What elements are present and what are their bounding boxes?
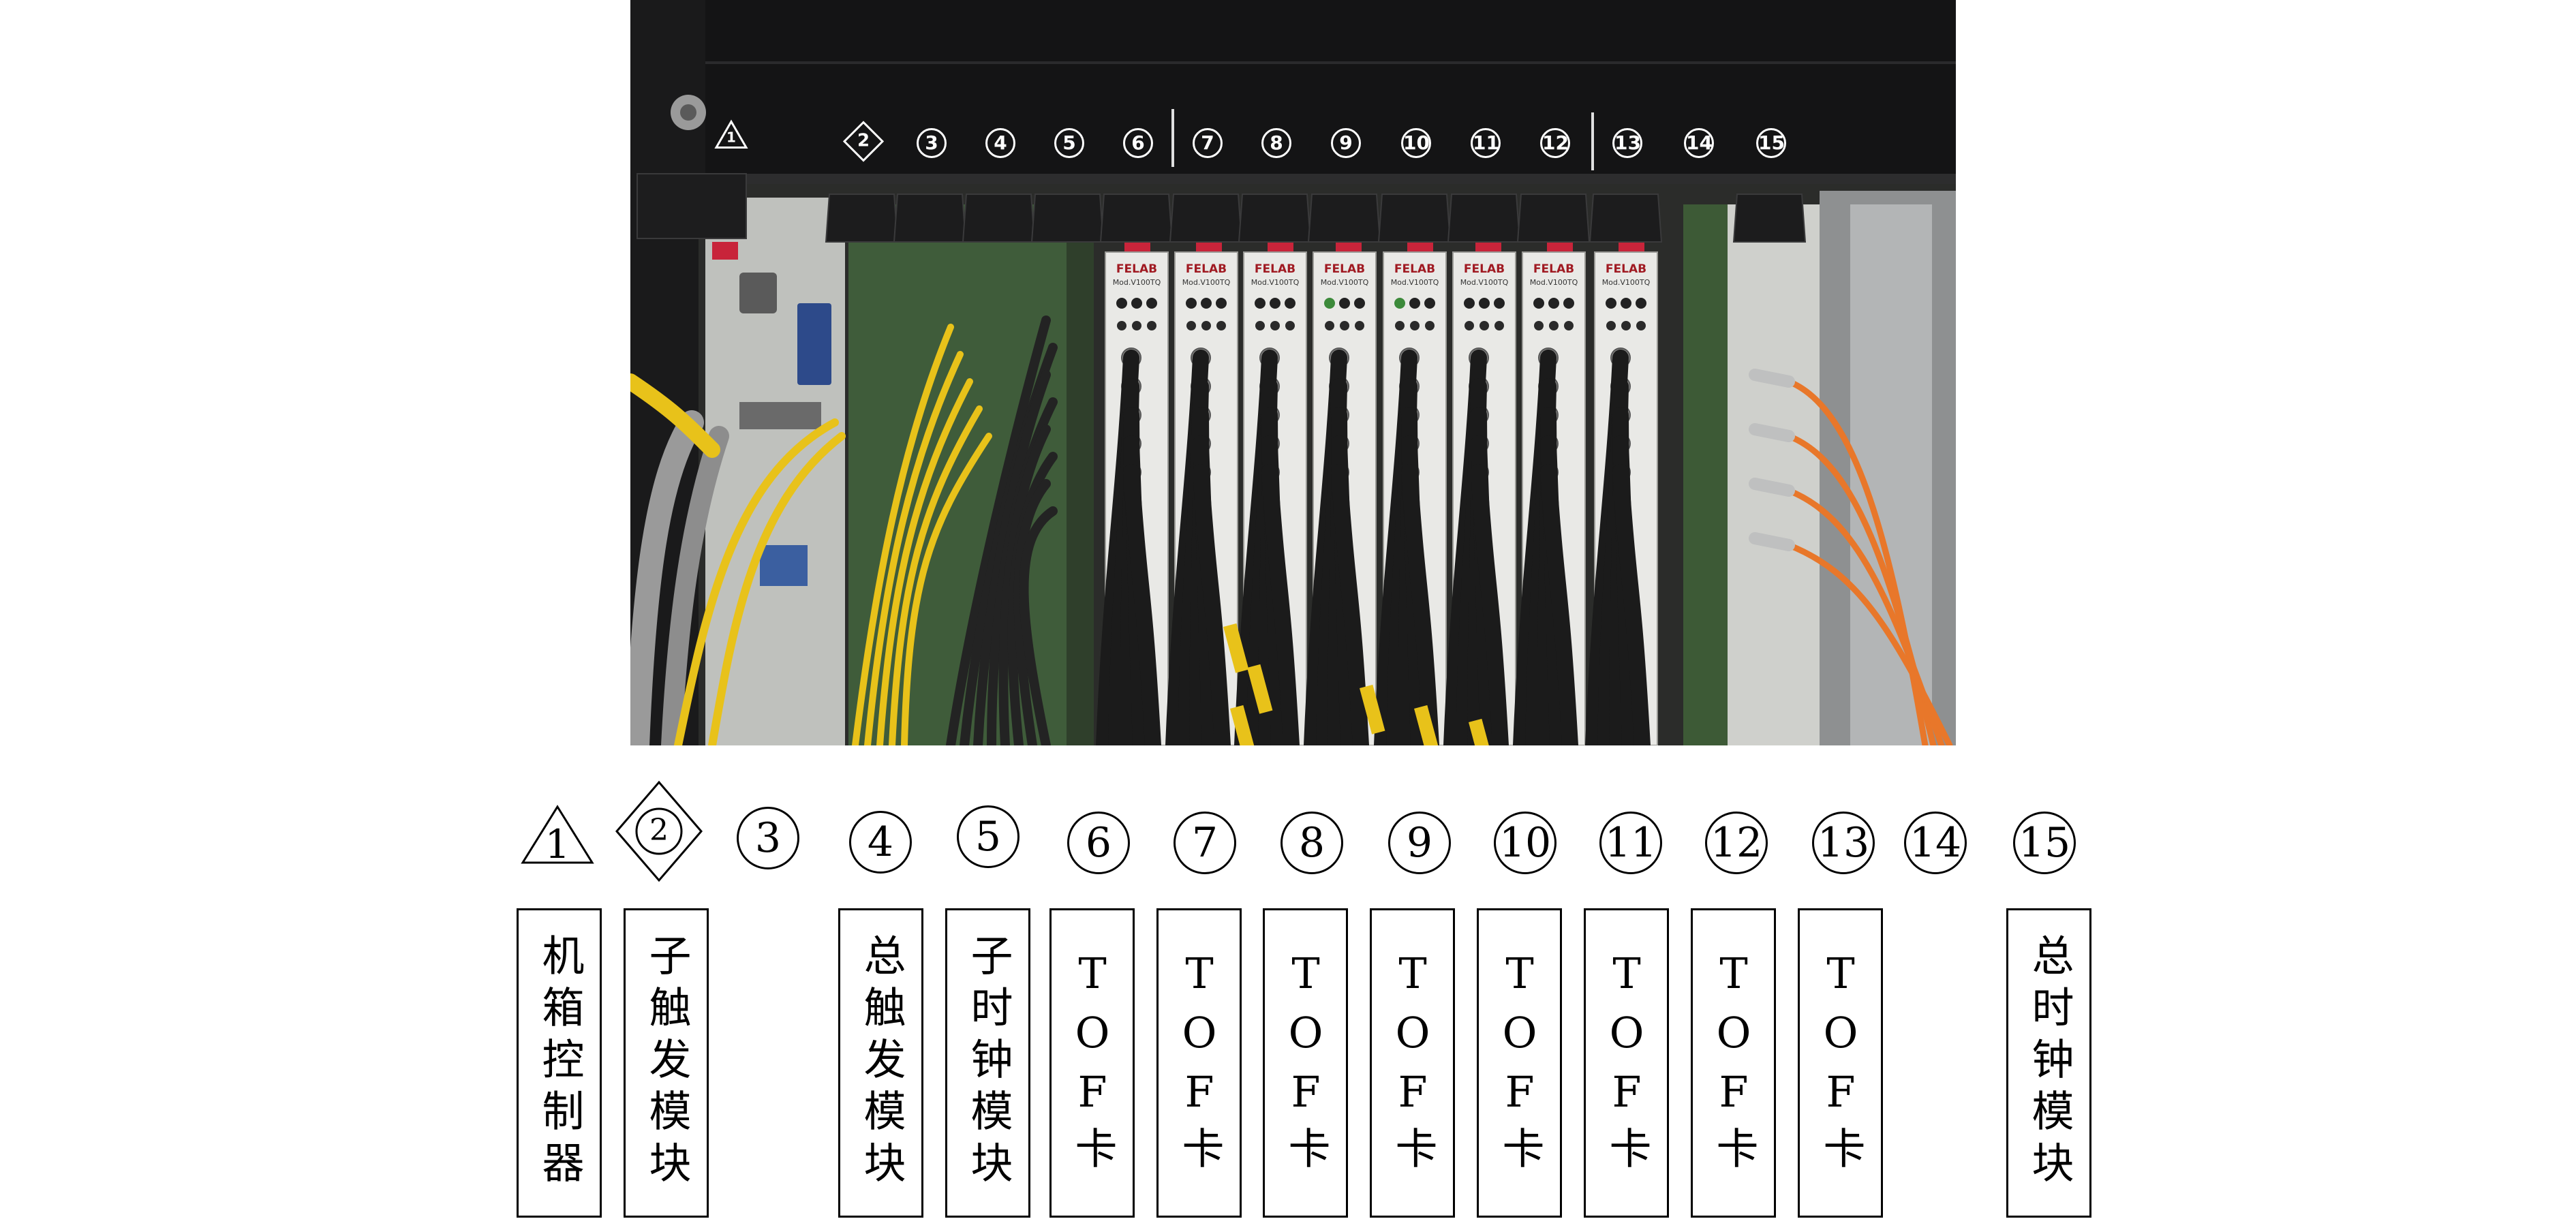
- photo-slot-number-8: 8: [1261, 128, 1291, 158]
- board-model-text: Mod.V100TQ: [1530, 278, 1578, 287]
- slot-number-text: 1: [545, 821, 570, 867]
- photo-slot-number-text: 4: [985, 128, 1015, 158]
- photo-slot-number-text: 11: [1471, 128, 1501, 158]
- slot-number-11: 11: [1599, 812, 1662, 874]
- photo-slot-number-text: 2: [857, 130, 870, 151]
- board-brand-text: FELAB: [1186, 262, 1227, 276]
- slot-label-text: TOF卡: [1815, 948, 1866, 1178]
- slot-number-9: 9: [1388, 812, 1451, 874]
- slot-label-text: TOF卡: [1174, 948, 1225, 1178]
- slot-number-3: 3: [737, 807, 799, 869]
- slot-label-9: TOF卡: [1370, 908, 1455, 1218]
- slot-label-7: TOF卡: [1156, 908, 1242, 1218]
- slot-number-5: 5: [957, 805, 1019, 868]
- slot-label-text: 子触发模块: [641, 933, 692, 1192]
- crate-photo-drawing: FELAB Mod.V100TQ FELAB Mod.V100TQ FELAB Mod.V…: [630, 0, 1956, 745]
- photo-slot-number-text: 6: [1123, 128, 1153, 158]
- slot-label-8: TOF卡: [1263, 908, 1348, 1218]
- slot-number-10: 10: [1494, 812, 1557, 874]
- slot-label-1: 机箱控制器: [517, 908, 602, 1218]
- slot-label-text: TOF卡: [1494, 948, 1545, 1178]
- slot-label-text: 总时钟模块: [2024, 933, 2074, 1192]
- slot-number-2: 2: [615, 780, 703, 882]
- photo-slot-number-text: 15: [1756, 128, 1786, 158]
- photo-slot-number-3: 3: [917, 128, 947, 158]
- slot-label-4: 总触发模块: [838, 908, 923, 1218]
- slot-number-13: 13: [1812, 812, 1875, 874]
- photo-slot-number-12: 12: [1540, 128, 1570, 158]
- photo-slot-number-1: 1: [714, 119, 748, 153]
- photo-slot-number-10: 10: [1401, 128, 1431, 158]
- board-brand-text: FELAB: [1606, 262, 1646, 276]
- module-handles: [637, 173, 1807, 243]
- photo-slot-number-text: 1: [726, 129, 736, 146]
- board-model-text: Mod.V100TQ: [1251, 278, 1300, 287]
- photo-slot-number-4: 4: [985, 128, 1015, 158]
- photo-slot-number-11: 11: [1471, 128, 1501, 158]
- board-brand-text: FELAB: [1116, 262, 1157, 276]
- slot-label-10: TOF卡: [1477, 908, 1562, 1218]
- board-model-text: Mod.V100TQ: [1460, 278, 1509, 287]
- slot-number-text: 2: [649, 813, 669, 848]
- slot-number-4: 4: [849, 811, 912, 874]
- board-model-text: Mod.V100TQ: [1602, 278, 1651, 287]
- slot-label-13: TOF卡: [1798, 908, 1883, 1218]
- slot-label-11: TOF卡: [1584, 908, 1669, 1218]
- photo-slot-number-text: 3: [917, 128, 947, 158]
- crate-photo: FELAB Mod.V100TQ FELAB Mod.V100TQ FELAB Mod.V…: [630, 0, 1956, 745]
- slot-number-7: 7: [1174, 812, 1236, 874]
- photo-slot-number-text: 7: [1193, 128, 1223, 158]
- slot-label-15: 总时钟模块: [2006, 908, 2091, 1218]
- slot-label-text: TOF卡: [1387, 948, 1438, 1178]
- rack-top-panel: [630, 0, 1956, 184]
- slot-number-12: 12: [1705, 812, 1768, 874]
- photo-slot-number-15: 15: [1756, 128, 1786, 158]
- slot-number-14: 14: [1904, 812, 1967, 874]
- photo-slot-number-2: 2: [843, 121, 884, 166]
- slot-label-12: TOF卡: [1691, 908, 1776, 1218]
- photo-slot-number-text: 8: [1261, 128, 1291, 158]
- board-model-text: Mod.V100TQ: [1182, 278, 1231, 287]
- photo-slot-number-9: 9: [1331, 128, 1361, 158]
- photo-slot-number-text: 5: [1054, 128, 1084, 158]
- slot-label-6: TOF卡: [1049, 908, 1135, 1218]
- board-brand-text: FELAB: [1255, 262, 1295, 276]
- photo-slot-number-text: 12: [1540, 128, 1570, 158]
- photo-slot-number-13: 13: [1612, 128, 1642, 158]
- clock-module: [1728, 204, 1820, 745]
- board-model-text: Mod.V100TQ: [1391, 278, 1439, 287]
- slot-label-5: 子时钟模块: [945, 908, 1030, 1218]
- slot-label-text: 子时钟模块: [963, 933, 1013, 1192]
- slot-number-8: 8: [1281, 812, 1343, 874]
- photo-slot-number-14: 14: [1684, 128, 1714, 158]
- photo-slot-number-6: 6: [1123, 128, 1153, 158]
- photo-slot-number-text: 10: [1401, 128, 1431, 158]
- slot-number-1: 1: [520, 804, 595, 865]
- board-brand-text: FELAB: [1464, 262, 1505, 276]
- slot-label-2: 子触发模块: [624, 908, 709, 1218]
- slot-label-text: 总触发模块: [856, 933, 906, 1192]
- slot-label-text: TOF卡: [1601, 948, 1652, 1178]
- board-brand-text: FELAB: [1394, 262, 1435, 276]
- photo-slot-number-text: 9: [1331, 128, 1361, 158]
- slot-number-15: 15: [2013, 812, 2076, 874]
- board-brand-text: FELAB: [1324, 262, 1365, 276]
- slot-label-text: TOF卡: [1281, 948, 1331, 1178]
- photo-slot-number-5: 5: [1054, 128, 1084, 158]
- cables: [630, 315, 1953, 745]
- board-model-text: Mod.V100TQ: [1321, 278, 1369, 287]
- slot-number-6: 6: [1067, 812, 1130, 874]
- photo-slot-number-text: 14: [1684, 128, 1714, 158]
- slot-label-text: 机箱控制器: [534, 933, 585, 1192]
- board-brand-text: FELAB: [1533, 262, 1574, 276]
- slot-label-text: TOF卡: [1708, 948, 1759, 1178]
- photo-slot-number-7: 7: [1193, 128, 1223, 158]
- slot-label-text: TOF卡: [1067, 948, 1118, 1178]
- photo-slot-number-text: 13: [1612, 128, 1642, 158]
- board-model-text: Mod.V100TQ: [1113, 278, 1161, 287]
